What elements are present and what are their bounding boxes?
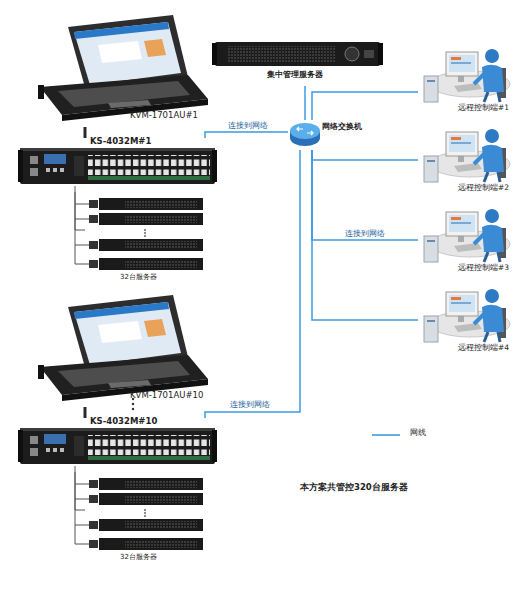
device-label: 远程控制端#1	[458, 104, 509, 112]
device-label: 远程控制端#3	[458, 264, 509, 272]
remote-terminal: 远程控制端#1	[418, 40, 518, 118]
network-switch: 网络交换机	[288, 120, 368, 150]
legend-line-sample	[372, 434, 400, 436]
terminal-drawing	[424, 129, 510, 182]
legend-text: 网线	[410, 429, 426, 438]
device-label: 远程控制端#4	[458, 344, 509, 352]
kvm-console: KVM-1701AU#10	[38, 295, 210, 407]
edge-label: 连接到网络	[345, 230, 385, 238]
edge-label: 连接到网络	[230, 401, 270, 409]
management-server-drawing	[212, 42, 383, 66]
network-cable	[312, 150, 418, 160]
device-label: 远程控制端#2	[458, 184, 509, 192]
network-cable	[84, 407, 87, 418]
kvm-console-drawing	[38, 15, 208, 121]
device-label: KVM-1701AU#1	[130, 111, 198, 120]
kvm-switch-drawing	[18, 428, 217, 464]
device-label: KVM-1701AU#10	[130, 391, 203, 400]
kvm-switch-drawing	[18, 148, 217, 184]
network-cable	[205, 150, 300, 418]
remote-terminal: 远程控制端#2	[418, 120, 518, 198]
device-label: KS-4032M#10	[90, 417, 157, 426]
server-stack-drawing	[75, 192, 203, 270]
server-stack-drawing	[75, 472, 203, 550]
server-group: 32台服务器	[85, 192, 210, 287]
terminal-drawing	[424, 289, 510, 342]
device-label: 集中管理服务器	[267, 71, 323, 79]
kvm-console: KVM-1701AU#1	[38, 15, 210, 127]
management-server: 集中管理服务器	[212, 38, 384, 86]
remote-terminal: 远程控制端#3	[418, 200, 518, 278]
note-text: 本方案共管控320台服务器	[300, 483, 408, 492]
network-cable	[312, 92, 418, 120]
device-label: 32台服务器	[120, 274, 157, 282]
kvm-console-drawing	[38, 295, 208, 401]
remote-terminal: 远程控制端#4	[418, 280, 518, 358]
kvm-switch: KS-4032M#1	[18, 138, 218, 186]
network-cable	[75, 186, 85, 230]
network-cable	[312, 150, 418, 240]
network-cable	[304, 86, 306, 120]
switch-icon	[290, 123, 320, 146]
device-label: KS-4032M#1	[90, 137, 151, 146]
server-group: 32台服务器	[85, 472, 210, 567]
network-cable	[312, 150, 418, 320]
terminal-drawing	[424, 209, 510, 262]
edge-label: 连接到网络	[228, 122, 268, 130]
network-cable	[205, 132, 288, 138]
device-label: 网络交换机	[322, 123, 362, 131]
network-cable	[84, 127, 87, 138]
device-label: 32台服务器	[120, 554, 157, 562]
network-cable	[75, 466, 85, 510]
terminal-drawing	[424, 49, 510, 102]
kvm-switch: KS-4032M#10	[18, 418, 218, 466]
